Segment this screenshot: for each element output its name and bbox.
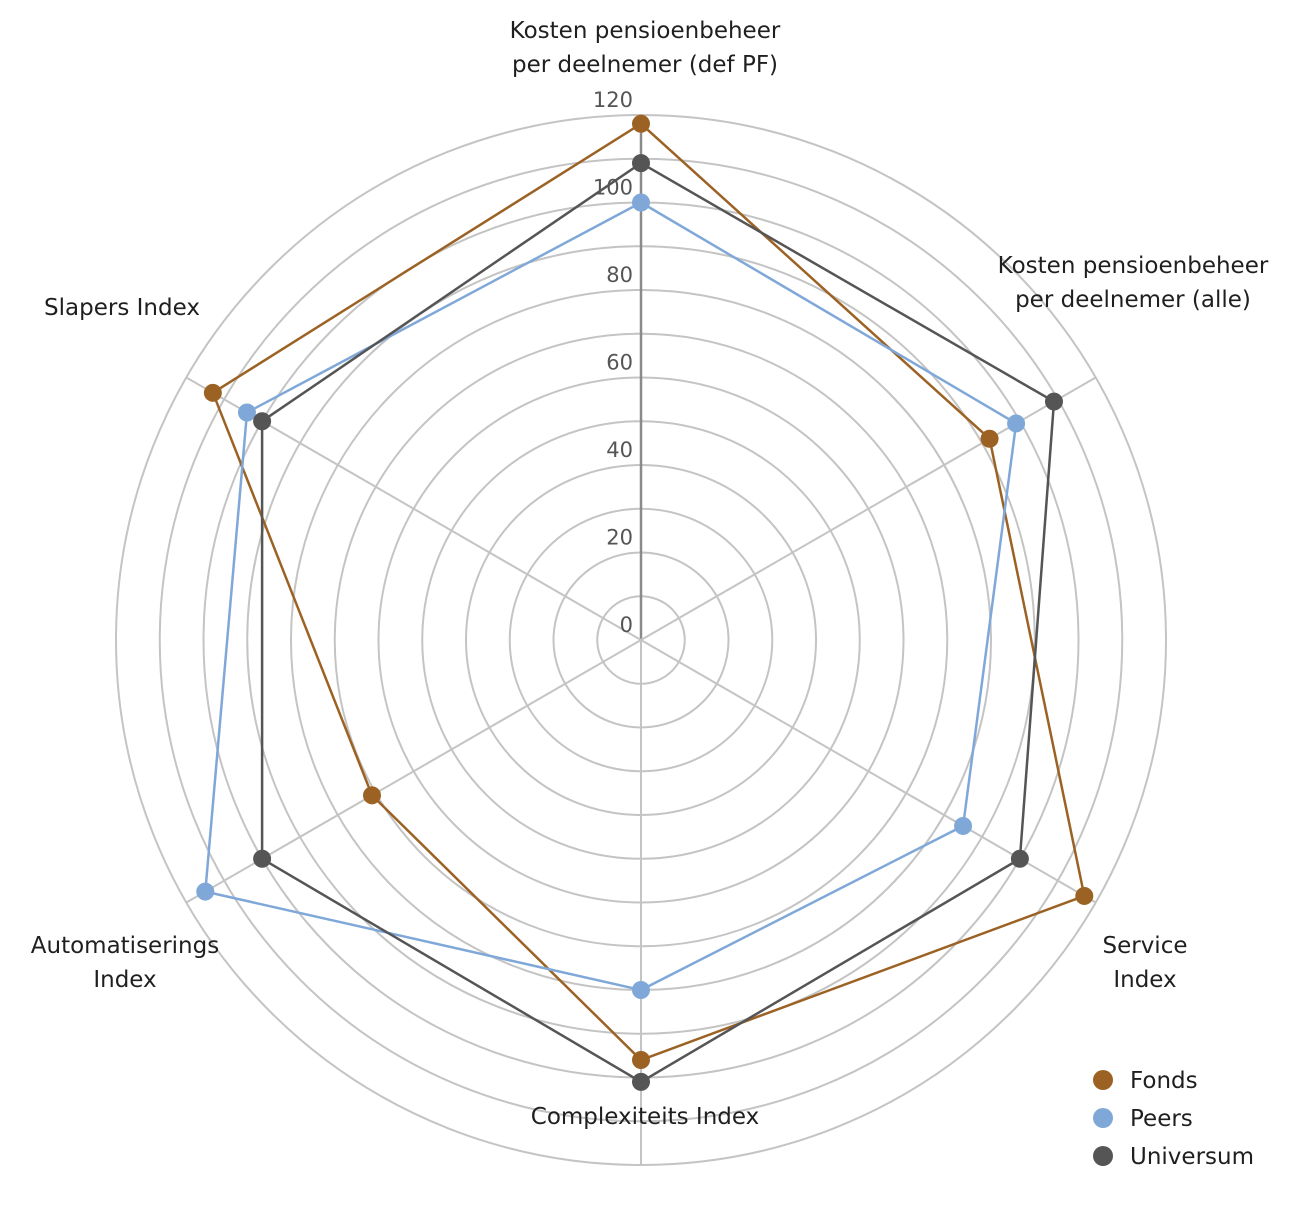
data-point-peers-1 [1007,414,1026,433]
axis-labels: Kosten pensioenbeheer per deelnemer (def … [31,18,1269,1130]
series [196,114,1094,1091]
data-point-universum-5 [253,412,272,431]
tick-label-1: 20 [606,526,633,550]
legend-swatch-peers [1093,1108,1113,1128]
data-point-universum-1 [1044,392,1063,411]
tick-label-4: 80 [606,263,633,287]
legend-label-universum: Universum [1130,1144,1254,1170]
data-point-fonds-0 [632,114,650,133]
axis-label-4-line-1: Index [93,967,156,993]
data-point-universum-2 [1010,849,1029,868]
axis-label-3-line-0: Complexiteits Index [531,1104,759,1130]
axis-label-1: Kosten pensioenbeheer per deelnemer (alle… [998,253,1269,313]
axes [185,115,1097,1165]
data-point-universum-3 [632,1072,650,1091]
tick-label-0: 0 [620,613,633,637]
data-point-peers-0 [632,193,650,212]
axis-spoke-1 [640,376,1097,641]
axis-label-4-line-0: Automatiserings [31,933,219,959]
tick-label-2: 40 [606,438,633,462]
legend-label-peers: Peers [1130,1106,1193,1132]
data-point-fonds-1 [980,429,999,448]
axis-label-2-line-1: Index [1113,967,1176,993]
data-point-fonds-4 [362,786,381,805]
data-point-universum-0 [632,154,650,173]
tick-labels: 0 20 40 60 80 100 120 [593,88,633,637]
tick-label-3: 60 [606,351,633,375]
data-point-fonds-5 [203,383,222,402]
data-point-universum-4 [253,849,272,868]
axis-label-0-line-0: Kosten pensioenbeheer [510,18,781,44]
legend-swatch-fonds [1093,1070,1113,1090]
axis-label-0: Kosten pensioenbeheer per deelnemer (def … [510,18,781,78]
tick-label-5: 100 [593,176,633,200]
data-point-peers-4 [196,882,215,901]
axis-label-1-line-0: Kosten pensioenbeheer [998,253,1269,279]
tick-label-6: 120 [593,88,633,112]
axis-label-1-line-1: per deelnemer (alle) [1015,287,1251,313]
series-line-universum [260,161,1056,1084]
data-point-fonds-3 [632,1051,650,1069]
axis-label-3: Complexiteits Index [531,1104,759,1130]
series-line-fonds [211,122,1086,1062]
data-point-fonds-2 [1075,886,1094,905]
legend-label-fonds: Fonds [1130,1068,1198,1094]
axis-label-2-line-0: Service [1102,933,1187,959]
axis-label-5-line-0: Slapers Index [44,295,200,321]
axis-label-5: Slapers Index [44,295,200,321]
axis-label-0-line-1: per deelnemer (def PF) [512,52,778,78]
legend-swatch-universum [1093,1146,1113,1166]
data-point-peers-5 [237,403,256,422]
data-point-peers-3 [632,981,650,999]
data-point-peers-2 [954,816,973,835]
